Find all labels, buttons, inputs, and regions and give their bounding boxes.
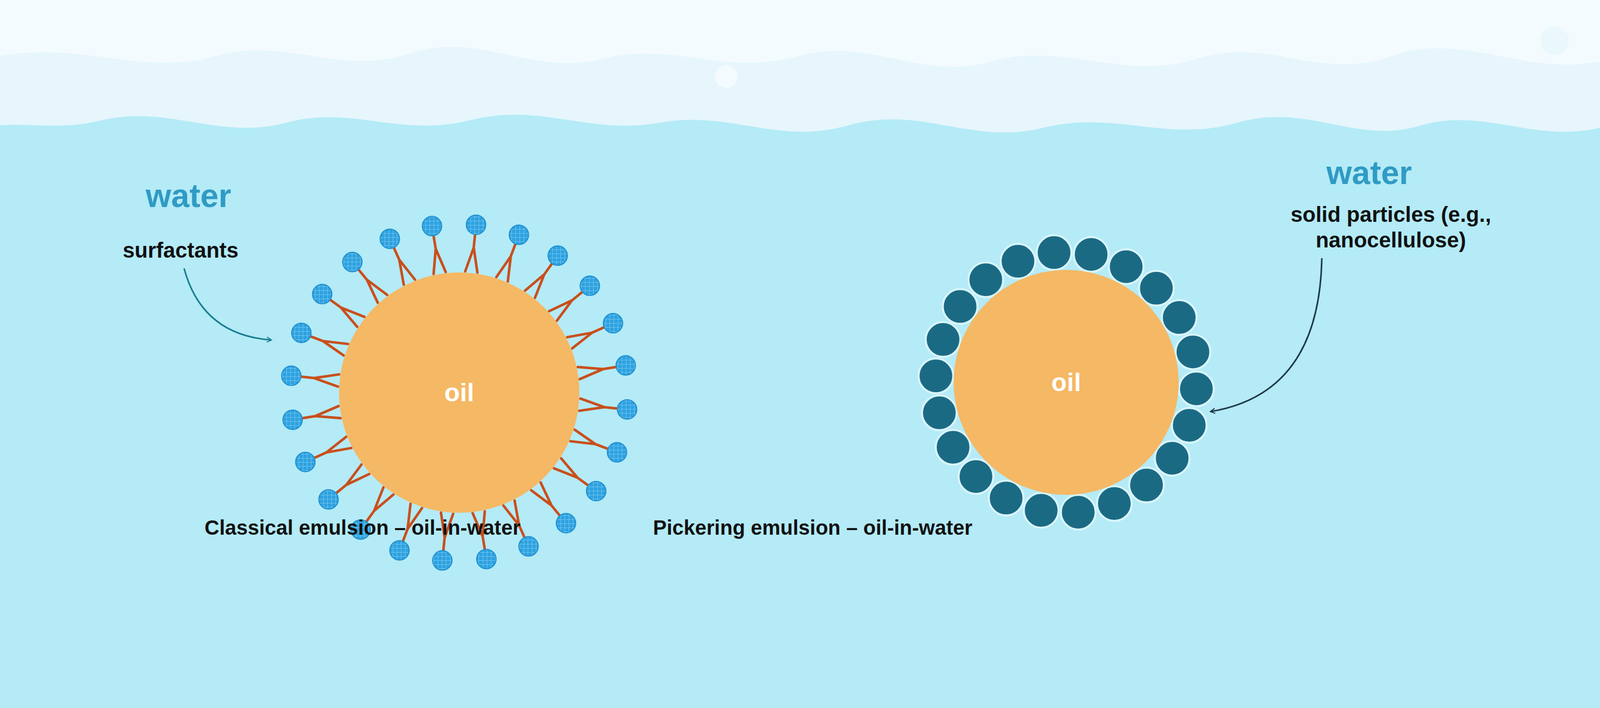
surfactant-head (295, 452, 315, 472)
oil-droplet: oil (953, 269, 1179, 495)
surfactant-head (548, 245, 568, 266)
solid-particle (921, 395, 957, 431)
solid-particle (1023, 492, 1059, 528)
solid-particle (935, 430, 971, 465)
surfactant-tail (301, 406, 341, 419)
bubble (714, 65, 738, 88)
surfactant-tail (525, 263, 553, 299)
particle-layer (918, 235, 1214, 530)
medium-label: water (145, 176, 232, 216)
solid-particle (918, 358, 954, 394)
surfactant-tail (577, 367, 617, 380)
surface-highlight (0, 0, 1600, 67)
surfactant-head (476, 549, 497, 570)
surfactant-head (432, 550, 453, 571)
surfactant-head (607, 442, 627, 463)
surfactant-tail (549, 291, 583, 322)
solid-particle (942, 289, 978, 325)
solid-particle (1096, 486, 1132, 522)
solid-particle (1175, 334, 1211, 370)
surfactant-head (509, 224, 529, 245)
solid-particle (968, 262, 1004, 298)
leader-arrow (184, 268, 272, 341)
surfactant-tail (358, 268, 388, 303)
surfactant-head (586, 481, 606, 502)
solid-particle (1154, 440, 1190, 476)
caption-label: Pickering emulsion – oil-in-water (652, 515, 973, 540)
surfactant-head (282, 410, 303, 430)
surfactant-tail (300, 374, 340, 387)
surfactant-head (616, 355, 636, 376)
surfactant-head (603, 313, 623, 333)
bubble (1504, 39, 1523, 58)
surfactant-tail (335, 464, 370, 494)
solid-particle (1000, 243, 1036, 279)
surfactant-head (312, 284, 332, 304)
surfactant-tail (496, 243, 516, 282)
surfactant-head (319, 489, 339, 510)
bubble (1540, 26, 1569, 56)
surfactant-tail (531, 482, 561, 517)
surfactant-tail (433, 235, 446, 275)
solid-particle (1172, 408, 1207, 443)
surfactant-tail (313, 436, 352, 459)
surfactant-head (466, 215, 486, 235)
surfactant-tail (553, 458, 589, 487)
surfactant-head (617, 399, 637, 420)
surfactant-tail (329, 299, 365, 328)
medium-label: water (1326, 153, 1412, 193)
caption-label: Classical emulsion – oil-in-water (204, 515, 521, 540)
solid-particle (1108, 249, 1144, 285)
surfactant-head (281, 366, 302, 386)
oil-droplet: oil (339, 272, 580, 513)
solid-particle (1138, 271, 1174, 306)
solid-particle (925, 322, 961, 357)
water-surface (0, 0, 1600, 133)
solid-particle (1179, 371, 1214, 407)
surfactant-tail (309, 336, 348, 356)
solid-particle (988, 480, 1024, 516)
droplet-label: oil (1051, 367, 1081, 398)
solid-particle (1073, 237, 1109, 273)
surfactant-head (379, 229, 400, 249)
surfactant-tail (465, 234, 478, 274)
surfactant-head (519, 536, 539, 557)
callout-label: surfactants (122, 237, 239, 264)
solid-particle (1129, 467, 1164, 503)
solid-particle (1161, 300, 1197, 335)
solid-particle (958, 459, 994, 494)
callout-label: solid particles (e.g., nanocellulose) (1237, 201, 1545, 254)
surfactant-head (291, 323, 311, 343)
surfactant-head (556, 513, 576, 533)
solid-particle (1061, 494, 1096, 530)
surfactant-tail (570, 430, 608, 450)
surfactant-head (579, 276, 600, 296)
surfactant-head (342, 252, 363, 273)
leader-arrow (1210, 258, 1322, 412)
surfactant-tail (567, 327, 605, 349)
solid-particle (1036, 235, 1072, 270)
surfactant-tail (579, 398, 619, 412)
droplet-label: oil (444, 377, 475, 408)
surfactant-head (422, 216, 442, 236)
surfactant-head (389, 541, 410, 561)
surfactant-tail (393, 247, 416, 285)
